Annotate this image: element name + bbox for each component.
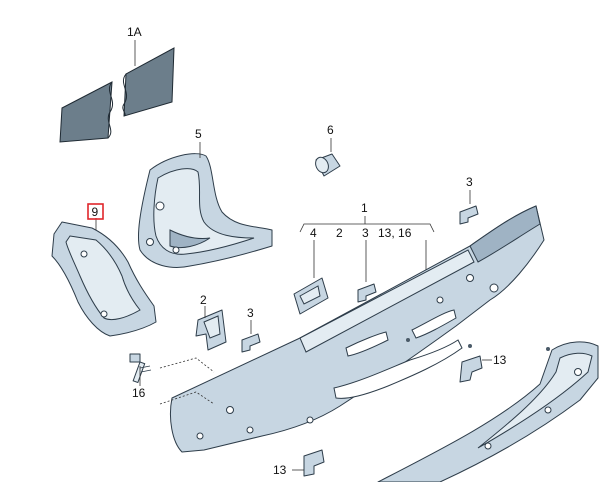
label-3-left: 3 <box>247 306 254 320</box>
label-4: 4 <box>310 226 317 240</box>
part-trim-strip[interactable] <box>377 341 599 482</box>
part-16-bolt[interactable] <box>129 353 152 384</box>
part-6-plug[interactable] <box>313 153 341 177</box>
part-3-clip-mid[interactable] <box>357 283 377 303</box>
label-2-top: 2 <box>336 226 343 240</box>
label-1a: 1A <box>127 25 142 39</box>
part-13-clip-bottom[interactable] <box>303 449 325 477</box>
label-16: 16 <box>132 386 146 400</box>
label-13-right: 13 <box>493 353 507 367</box>
label-13-bottom: 13 <box>273 463 287 477</box>
part-2-bracket[interactable] <box>195 309 227 351</box>
part-4-bracket[interactable] <box>293 277 329 315</box>
highlight-box-9 <box>87 203 104 220</box>
part-5-side-panel[interactable] <box>138 153 273 268</box>
label-3-mid: 3 <box>362 226 369 240</box>
part-3-clip-top[interactable] <box>459 205 479 225</box>
label-6: 6 <box>327 123 334 137</box>
part-13-clip-right[interactable] <box>459 355 483 383</box>
label-2-bracket: 2 <box>200 293 207 307</box>
label-5: 5 <box>195 127 202 141</box>
part-3-clip-left[interactable] <box>241 333 261 353</box>
part-1a-insulation-pad[interactable] <box>59 47 175 143</box>
label-13-16: 13, 16 <box>378 226 412 240</box>
group-bracket-1 <box>299 216 435 282</box>
part-9-wheelhouse-liner[interactable] <box>51 221 157 337</box>
label-3-top: 3 <box>466 175 473 189</box>
label-9: 9 <box>92 205 99 219</box>
part-1-rear-panel[interactable] <box>169 205 545 453</box>
label-1: 1 <box>361 201 368 215</box>
